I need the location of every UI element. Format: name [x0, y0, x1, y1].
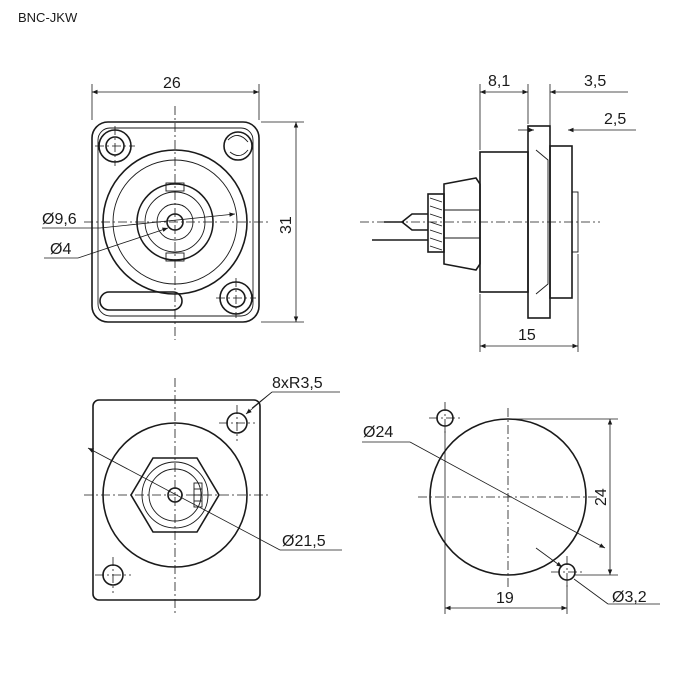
leader-line — [535, 547, 563, 568]
label-dia-4: Ø4 — [50, 241, 71, 258]
front-release-slot — [99, 291, 183, 311]
rear-view: 8xR3,5 Ø21,5 — [84, 375, 342, 614]
leader-radius — [245, 391, 273, 415]
label-dia-24: Ø24 — [363, 424, 393, 441]
dim-dia-24 — [409, 441, 606, 549]
label-dia-3-2: Ø3,2 — [612, 589, 647, 606]
front-latch-mark — [227, 135, 249, 156]
label-2-5: 2,5 — [604, 111, 626, 128]
thread-lines — [429, 197, 443, 251]
label-height-31: 31 — [278, 216, 295, 234]
side-thread — [427, 193, 445, 253]
label-height-24: 24 — [593, 488, 610, 506]
label-15: 15 — [518, 327, 536, 344]
front-view: 26 31 Ø9,6 Ø4 — [42, 75, 304, 340]
label-8xR3-5: 8xR3,5 — [272, 375, 323, 392]
front-latch — [223, 131, 253, 161]
label-dia-21-5: Ø21,5 — [282, 533, 326, 550]
label-width-26: 26 — [163, 75, 181, 92]
drawing-title: BNC-JKW — [18, 10, 78, 25]
label-3-5: 3,5 — [584, 73, 606, 90]
label-8-1: 8,1 — [488, 73, 510, 90]
leader-dia-9-6 — [99, 212, 236, 229]
rear-plate — [92, 399, 261, 601]
leader-dia-3-2 — [573, 578, 609, 605]
label-dia-9-6: Ø9,6 — [42, 211, 77, 228]
side-hex-nut — [443, 177, 481, 271]
side-view: 8,1 3,5 2,5 15 — [360, 73, 636, 352]
label-width-19: 19 — [496, 590, 514, 607]
leader-dia-4 — [77, 227, 169, 259]
cutout-view: Ø24 24 19 Ø3,2 — [362, 402, 660, 614]
dim-dia-21-5 — [87, 447, 281, 551]
